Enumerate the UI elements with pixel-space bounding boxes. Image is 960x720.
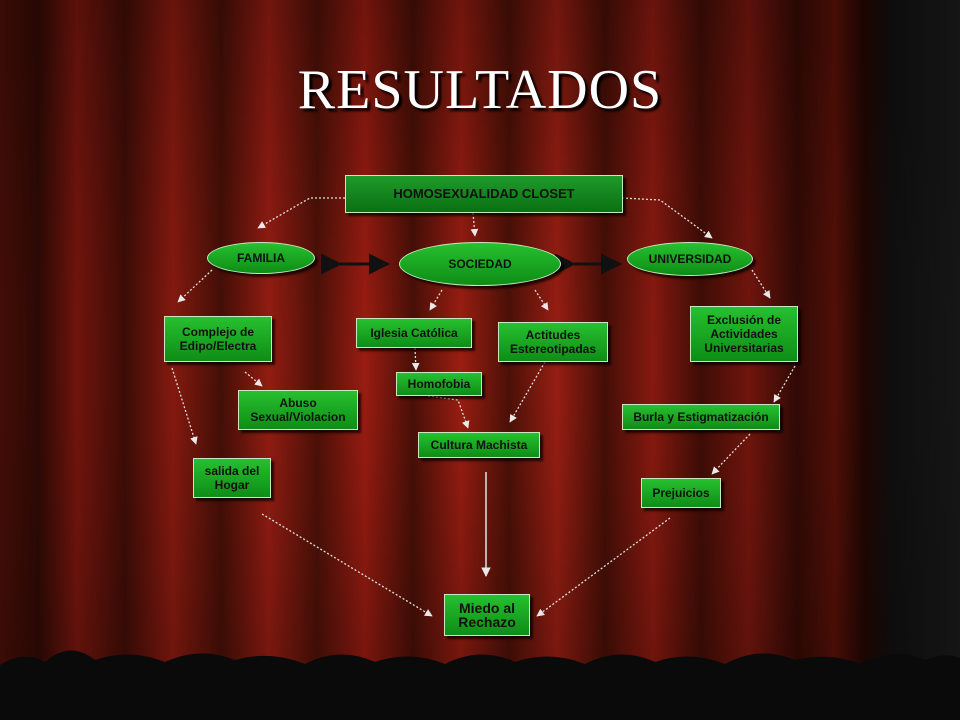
node-homosexualidad-closet: HOMOSEXUALIDAD CLOSET [345,175,623,213]
node-universidad: UNIVERSIDAD [627,242,753,276]
node-actitudes: Actitudes Estereotipadas [498,322,608,362]
node-salida-hogar: salida del Hogar [193,458,271,498]
node-abuso: Abuso Sexual/Violacion [238,390,358,430]
node-prejuicios: Prejuicios [641,478,721,508]
node-burla: Burla y Estigmatización [622,404,780,430]
node-familia: FAMILIA [207,242,315,274]
node-cultura-machista: Cultura Machista [418,432,540,458]
node-miedo-rechazo: Miedo al Rechazo [444,594,530,636]
node-homofobia: Homofobia [396,372,482,396]
node-iglesia-catolica: Iglesia Católica [356,318,472,348]
node-sociedad: SOCIEDAD [399,242,561,286]
diagram-connectors [171,197,796,617]
slide-title: RESULTADOS [297,59,663,121]
stage-floor [0,650,960,720]
node-complejo-edipo: Complejo de Edipo/Electra [164,316,272,362]
node-exclusion: Exclusión de Actividades Universitarias [690,306,798,362]
